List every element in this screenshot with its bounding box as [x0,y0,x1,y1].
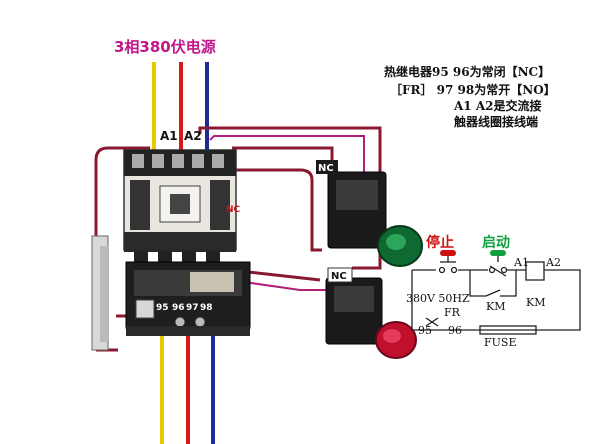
schematic-km-contact-label: KM [486,300,505,313]
nc-tag-top [316,160,338,174]
terminal-95-label: 95 [156,303,169,313]
start-label: 启动 [482,234,510,251]
nc-tag-bottom [327,267,353,283]
schematic-stop-cap [440,250,456,256]
schematic-fuse-label: FUSE [484,336,516,349]
schematic-fr-label: FR [444,306,461,319]
schematic-95-label: 95 [418,324,432,337]
schematic-voltage-label: 380V 50HZ [406,292,470,305]
thermal-relay [125,261,251,336]
schematic-96-label: 96 [448,324,462,337]
schematic-km-coil-label: KM [526,296,545,309]
note-line-3: A1 A2是交流接 [453,98,542,113]
start-button [327,171,423,267]
schematic-a2-label: A2 [545,256,561,269]
contactor [123,149,237,272]
diagram-title: 3相380伏电源 [114,38,216,56]
contactor-nc-label: NC [226,205,241,215]
note-line-2: ［FR］ 97 98为常开【NO】 [390,82,556,97]
rail-channel [100,246,108,342]
note-line-4: 触器线圈接线端 [454,114,538,129]
nc-label-top: NC [318,163,334,174]
terminal-98-label: 98 [200,303,213,313]
schematic-a1-label: A1 [513,256,529,269]
terminal-96-label: 96 [172,303,185,313]
schematic-lines [411,256,581,335]
stop-button [325,277,417,359]
contactor-a1-label: A1 [160,129,178,143]
nc-label-bottom: NC [331,271,347,282]
stop-label: 停止 [426,234,454,251]
control-wiring-thin [209,135,365,291]
terminal-97-label: 97 [186,303,199,313]
contactor-a2-label: A2 [184,129,202,143]
note-line-1: 热继电器95 96为常闭【NC】 [384,64,550,79]
schematic-start-cap [490,250,506,256]
